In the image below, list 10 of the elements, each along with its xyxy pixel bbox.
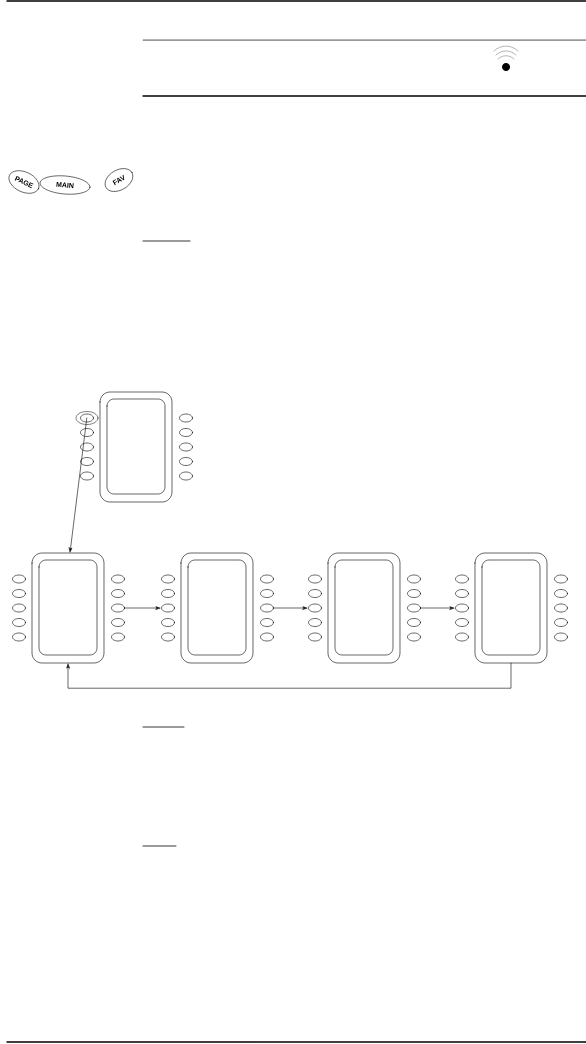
- remote-drawing: [455, 552, 568, 664]
- arrow: [66, 662, 512, 689]
- remote-drawing: [12, 552, 125, 664]
- remote-drawing: [75, 391, 193, 503]
- arrow: [272, 606, 308, 610]
- arrow: [123, 606, 161, 610]
- remote-drawing: [308, 552, 421, 664]
- arrow: [419, 606, 455, 610]
- arrow: [69, 417, 88, 553]
- remote-drawing: [161, 552, 274, 664]
